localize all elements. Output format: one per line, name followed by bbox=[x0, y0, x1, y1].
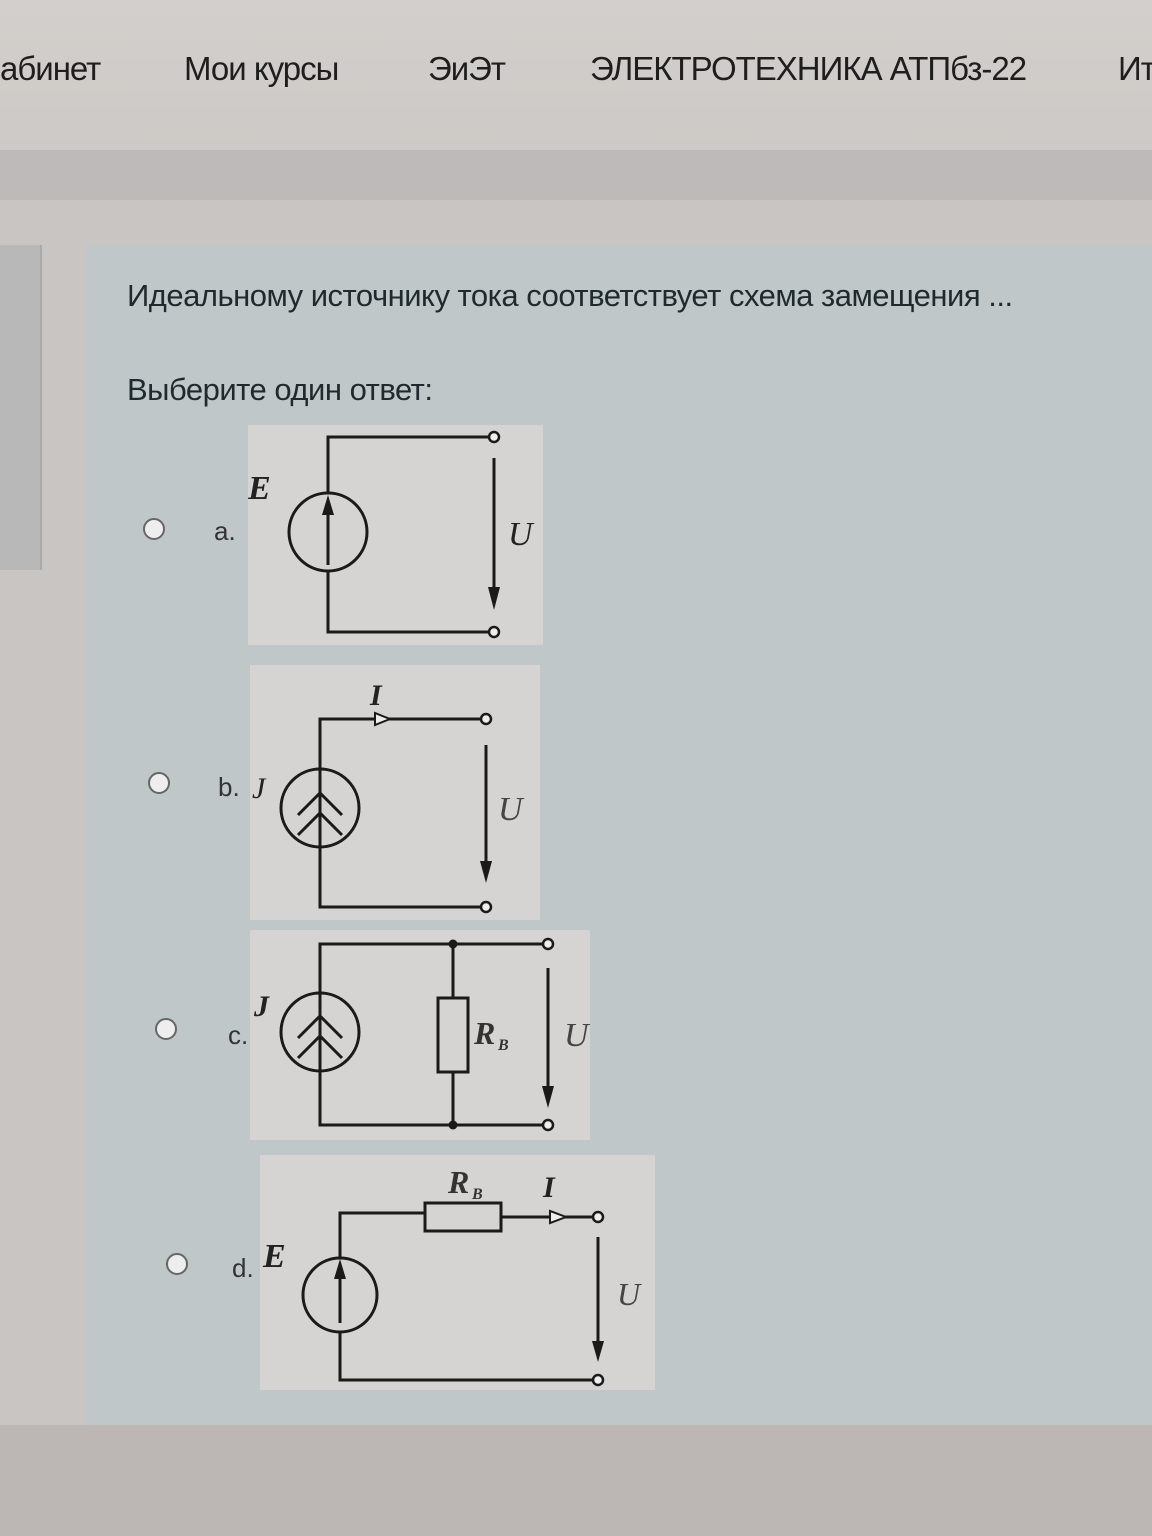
breadcrumb-strip bbox=[0, 150, 1152, 200]
circuit-b-svg: J I U bbox=[252, 679, 525, 914]
label-U: U bbox=[508, 516, 535, 553]
circuit-diagram-c: J R B U bbox=[250, 930, 591, 1140]
label-U: U bbox=[498, 791, 525, 828]
option-b-letter: b. bbox=[218, 772, 240, 802]
page-footer-area bbox=[0, 1425, 1152, 1536]
nav-item-more[interactable]: Ит bbox=[1118, 50, 1152, 87]
label-J: J bbox=[253, 990, 270, 1023]
label-R-sub: B bbox=[497, 1037, 509, 1054]
label-U: U bbox=[564, 1017, 590, 1054]
circuit-d-svg: E R B I U bbox=[262, 1164, 642, 1387]
question-text: Идеальному источнику тока соответствует … bbox=[127, 278, 1013, 313]
label-R-sub: B bbox=[471, 1186, 483, 1203]
nav-item-course[interactable]: ЭЛЕКТРОТЕХНИКА АТПбз-22 bbox=[590, 50, 1027, 87]
circuit-diagram-a: E U bbox=[247, 425, 543, 645]
option-d-letter: d. bbox=[232, 1253, 254, 1283]
label-J: J bbox=[252, 772, 267, 805]
circuit-a-svg: E U bbox=[247, 430, 535, 639]
label-E: E bbox=[262, 1238, 286, 1275]
nav-item-eiet[interactable]: ЭиЭт bbox=[428, 50, 506, 87]
radio-option-a[interactable] bbox=[143, 518, 165, 540]
label-R: R bbox=[447, 1164, 469, 1200]
circuit-c-svg: J R B U bbox=[253, 937, 591, 1132]
option-a-letter: a. bbox=[214, 516, 236, 546]
nav-item-cabinet[interactable]: абинет bbox=[0, 50, 101, 87]
radio-option-b[interactable] bbox=[148, 772, 170, 794]
label-I: I bbox=[542, 1171, 556, 1204]
radio-option-c[interactable] bbox=[155, 1018, 177, 1040]
top-navbar: абинет Мои курсы ЭиЭт ЭЛЕКТРОТЕХНИКА АТП… bbox=[0, 0, 1152, 150]
nav-item-my-courses[interactable]: Мои курсы bbox=[184, 50, 339, 87]
option-c-letter: c. bbox=[228, 1020, 249, 1050]
label-I: I bbox=[369, 679, 383, 712]
label-R: R bbox=[473, 1015, 495, 1051]
circuit-diagram-d: E R B I U bbox=[260, 1155, 655, 1390]
circuit-diagram-b: J I U bbox=[250, 665, 540, 920]
answer-prompt: Выберите один ответ: bbox=[127, 372, 433, 407]
radio-option-d[interactable] bbox=[166, 1253, 188, 1275]
label-E: E bbox=[248, 470, 271, 507]
question-info-panel bbox=[0, 245, 42, 570]
label-U: U bbox=[617, 1276, 642, 1312]
